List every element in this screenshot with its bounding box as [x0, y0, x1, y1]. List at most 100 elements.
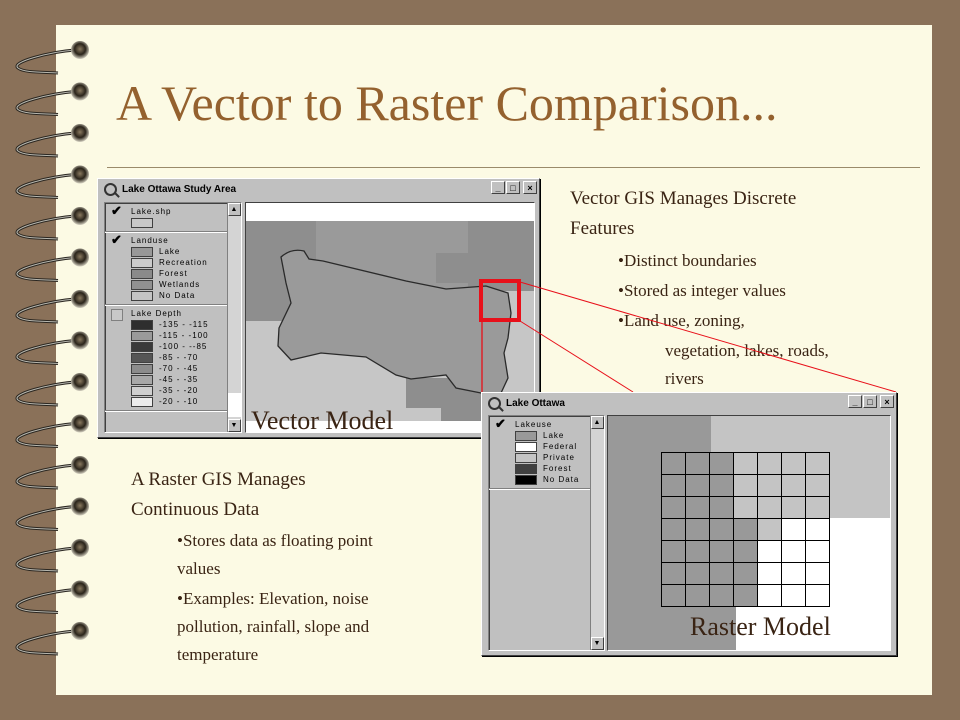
- legend-item-label: -85 - -70: [159, 353, 199, 362]
- legend-item-label: No Data: [543, 475, 580, 484]
- raster-cell: [686, 563, 710, 585]
- legend-item-label: -100 - --85: [159, 342, 208, 351]
- raster-cell: [734, 497, 758, 519]
- raster-cell: [806, 519, 830, 541]
- color-swatch: [131, 363, 153, 374]
- magnifier-icon: [488, 397, 501, 410]
- color-swatch: [131, 374, 153, 385]
- legend-item: [131, 217, 241, 228]
- spiral-binding-icon: [15, 41, 89, 656]
- vector-model-label: Vector Model: [251, 406, 394, 433]
- legend-item: No Data: [515, 474, 604, 485]
- legend-layer[interactable]: Lake Depth -135 - -115 -115 - -100 -100 - -…: [105, 305, 241, 411]
- checkbox-unchecked-icon[interactable]: [111, 309, 123, 321]
- legend-item-label: -35 - -20: [159, 386, 199, 395]
- raster-cell: [734, 541, 758, 563]
- legend-item-label: -45 - -35: [159, 375, 199, 384]
- maximize-button[interactable]: □: [506, 181, 520, 194]
- raster-cell: [806, 497, 830, 519]
- color-swatch: [131, 352, 153, 363]
- raster-cell: [758, 585, 782, 607]
- legend-item: Federal: [515, 441, 604, 452]
- layer-name: Lake.shp: [131, 207, 172, 216]
- legend-item: Recreation: [131, 257, 241, 268]
- raster-bullet-cont: temperature: [177, 645, 259, 664]
- legend-layer[interactable]: ✔ Lake.shp: [105, 203, 241, 232]
- window-titlebar[interactable]: Lake Ottawa Study Area: [100, 181, 537, 198]
- scroll-down-arrow-icon[interactable]: ▼: [591, 637, 604, 650]
- checkbox-checked-icon[interactable]: ✔: [111, 232, 123, 247]
- scroll-thumb[interactable]: [228, 393, 241, 417]
- scroll-down-arrow-icon[interactable]: ▼: [228, 419, 241, 432]
- minimize-button[interactable]: _: [491, 181, 505, 194]
- color-swatch: [515, 463, 537, 474]
- color-swatch: [515, 452, 537, 463]
- raster-cell: [734, 453, 758, 475]
- raster-cell: [734, 475, 758, 497]
- vector-bullet-cont: vegetation, lakes, roads,: [665, 341, 829, 360]
- highlight-box: [479, 279, 521, 322]
- color-swatch: [515, 441, 537, 452]
- raster-cell-grid: [661, 452, 830, 607]
- color-swatch: [515, 430, 537, 441]
- color-swatch: [131, 385, 153, 396]
- checkbox-checked-icon[interactable]: ✔: [495, 416, 507, 431]
- color-swatch: [131, 217, 153, 228]
- raster-cell: [662, 585, 686, 607]
- color-swatch: [131, 396, 153, 407]
- raster-bullet: •Stores data as floating point: [177, 531, 373, 550]
- page-title: A Vector to Raster Comparison...: [116, 75, 778, 131]
- legend-item: -70 - -45: [131, 363, 241, 374]
- maximize-button[interactable]: □: [863, 395, 877, 408]
- scroll-up-arrow-icon[interactable]: ▲: [591, 416, 604, 429]
- raster-cell: [806, 453, 830, 475]
- close-button[interactable]: ×: [523, 181, 537, 194]
- raster-cell: [758, 519, 782, 541]
- raster-cell: [662, 541, 686, 563]
- color-swatch: [131, 290, 153, 301]
- layer-name: Lake Depth: [131, 309, 182, 318]
- raster-cell: [758, 475, 782, 497]
- vector-bullet: •Distinct boundaries: [618, 251, 757, 270]
- magnifier-icon: [104, 183, 117, 196]
- raster-cell: [758, 497, 782, 519]
- scroll-up-arrow-icon[interactable]: ▲: [228, 203, 241, 216]
- legend-item-label: -115 - -100: [159, 331, 209, 340]
- legend-item: -20 - -10: [131, 396, 241, 407]
- legend-item-label: Recreation: [159, 258, 208, 267]
- legend-item: -135 - -115: [131, 319, 241, 330]
- close-button[interactable]: ×: [880, 395, 894, 408]
- color-swatch: [131, 279, 153, 290]
- raster-cell: [686, 519, 710, 541]
- minimize-button[interactable]: _: [848, 395, 862, 408]
- legend-scrollbar[interactable]: ▲ ▼: [590, 416, 604, 650]
- raster-model-label: Raster Model: [690, 612, 831, 641]
- raster-cell: [782, 585, 806, 607]
- legend-item: Lake: [515, 430, 604, 441]
- raster-cell: [710, 585, 734, 607]
- raster-cell: [782, 475, 806, 497]
- raster-heading-line2: Continuous Data: [131, 499, 260, 520]
- checkbox-checked-icon[interactable]: ✔: [111, 203, 123, 218]
- raster-cell: [686, 585, 710, 607]
- legend-item-label: Forest: [543, 464, 572, 473]
- legend-scrollbar[interactable]: ▲ ▼: [227, 203, 241, 432]
- raster-cell: [806, 563, 830, 585]
- raster-cell: [662, 453, 686, 475]
- window-titlebar[interactable]: Lake Ottawa: [484, 395, 894, 412]
- legend-item-label: -135 - -115: [159, 320, 209, 329]
- legend-item: -35 - -20: [131, 385, 241, 396]
- raster-cell: [734, 519, 758, 541]
- color-swatch: [131, 330, 153, 341]
- raster-cell: [782, 519, 806, 541]
- raster-cell: [782, 541, 806, 563]
- raster-cell: [686, 497, 710, 519]
- layer-name: Lakeuse: [515, 420, 553, 429]
- raster-map-view[interactable]: Raster Model: [607, 415, 891, 651]
- raster-cell: [710, 475, 734, 497]
